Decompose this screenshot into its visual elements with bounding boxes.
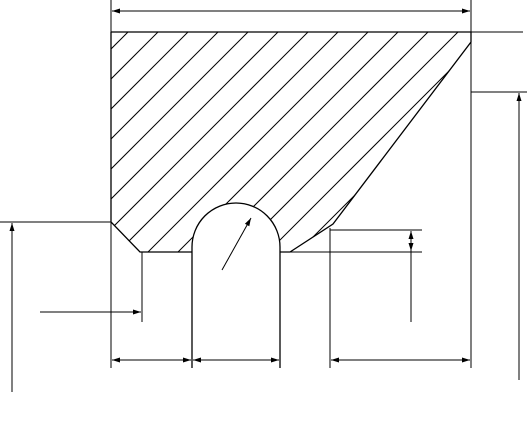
hatch-line <box>111 32 341 252</box>
hatch-line <box>111 32 311 252</box>
left-chamfer-outline <box>110 32 192 253</box>
hatch-line <box>111 32 161 252</box>
arrowhead <box>408 231 414 239</box>
hatch-line <box>111 32 251 252</box>
hatch-line <box>111 32 471 252</box>
dimension-radius-leader <box>221 217 252 271</box>
hatch-line <box>111 32 371 252</box>
hatch-line <box>219 32 471 252</box>
rounded-slot <box>191 202 281 368</box>
arrowhead <box>462 8 470 14</box>
hatch-line <box>129 32 471 252</box>
hatch-line <box>249 32 471 252</box>
arrowhead <box>271 357 279 363</box>
arrowhead <box>112 357 120 363</box>
arrowhead <box>183 357 191 363</box>
hatch-line <box>339 32 471 252</box>
hatch-line <box>189 32 471 252</box>
hatch-line <box>111 32 401 252</box>
arrowhead <box>408 243 414 251</box>
arrowhead <box>516 93 522 101</box>
dimension-lines <box>9 8 522 392</box>
arrowhead <box>133 309 141 315</box>
hatch-line <box>111 32 221 252</box>
arrowhead <box>331 357 339 363</box>
hatch-line <box>111 32 281 252</box>
arrowhead <box>112 8 120 14</box>
hatch-line <box>279 32 471 252</box>
arrowhead <box>9 223 15 231</box>
hatch-line <box>111 32 471 252</box>
arrowhead <box>193 357 201 363</box>
hatch-line <box>111 32 461 252</box>
hatch-line <box>111 32 431 252</box>
arrowhead <box>244 218 251 227</box>
section-outline <box>111 31 472 253</box>
hatch-line <box>111 32 191 252</box>
arrowhead <box>462 357 470 363</box>
hatch-line <box>159 32 471 252</box>
